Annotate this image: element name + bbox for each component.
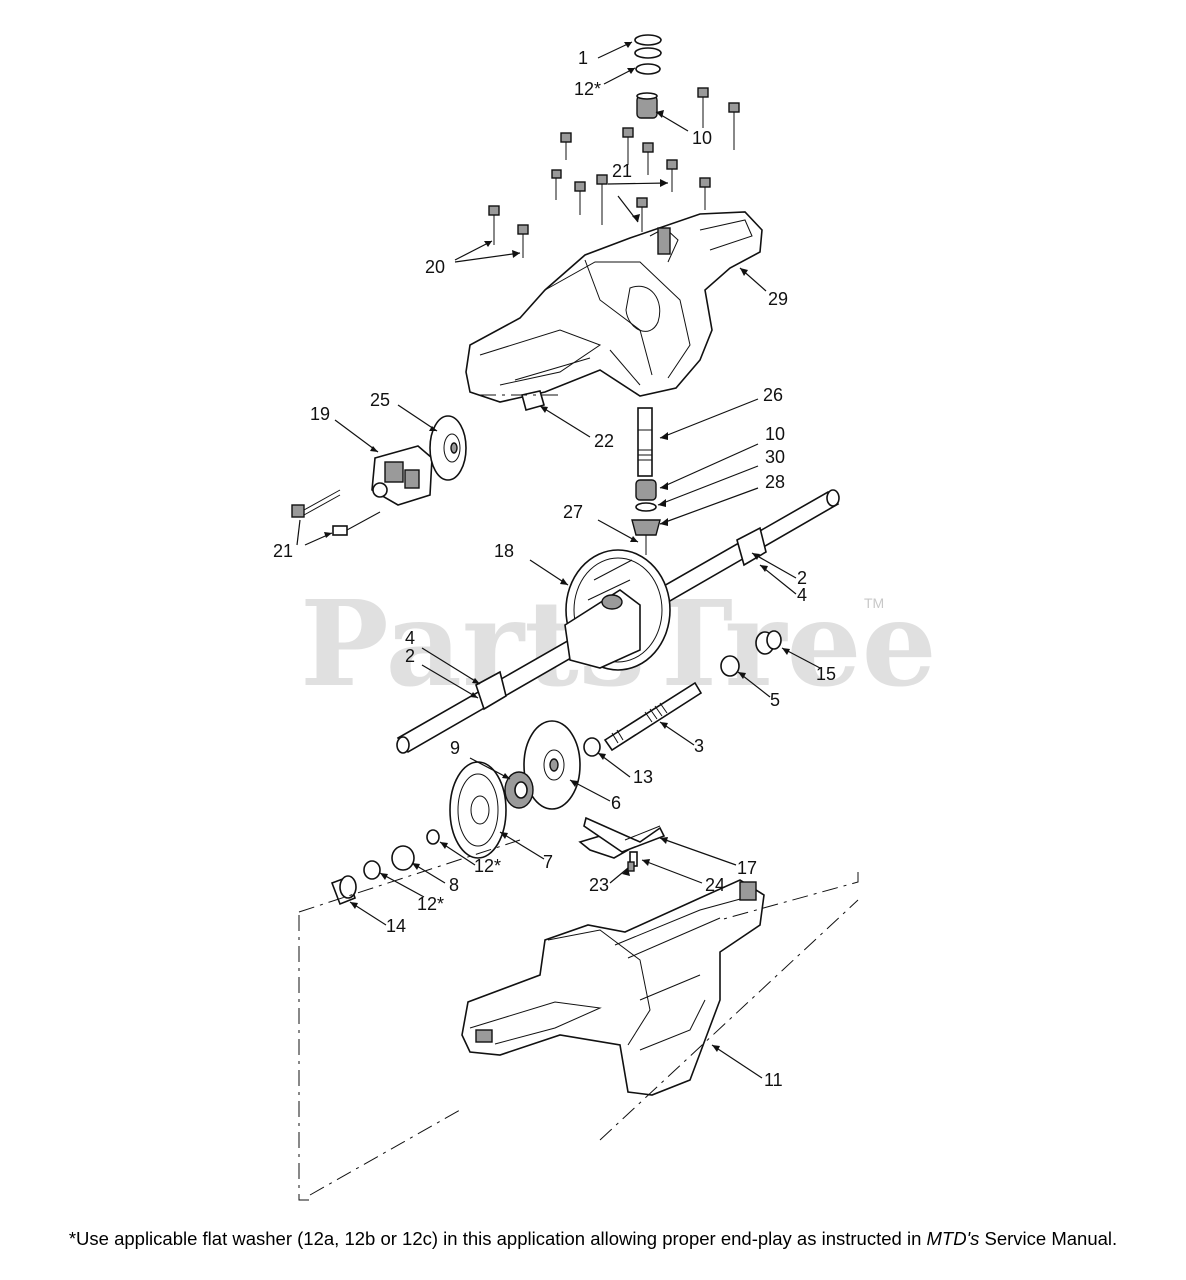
part-bushing-15 <box>755 630 782 655</box>
dashed-alignment-lines <box>298 394 859 1201</box>
part-gear-9 <box>504 771 534 809</box>
bolts-group-21-top <box>551 87 740 232</box>
callout-2a: 2 <box>797 568 807 588</box>
callout-30: 30 <box>765 447 785 467</box>
footnote-text-before: *Use applicable flat washer (12a, 12b or… <box>68 1228 927 1249</box>
callout-28: 28 <box>765 472 785 492</box>
callout-13: 13 <box>633 767 653 787</box>
trademark-mark: TM <box>864 595 884 611</box>
footnote: *Use applicable flat washer (12a, 12b or… <box>0 1228 1186 1250</box>
callout-12a: 12* <box>574 79 601 99</box>
callout-26: 26 <box>763 385 783 405</box>
callout-21b: 21 <box>273 541 293 561</box>
callout-12c: 12* <box>417 894 444 914</box>
callout-9: 9 <box>450 738 460 758</box>
callout-10b: 10 <box>765 424 785 444</box>
part-countershaft <box>603 681 703 752</box>
part-brake-disc <box>429 415 467 481</box>
callout-1: 1 <box>578 48 588 68</box>
callout-2b: 2 <box>405 646 415 666</box>
callout-7: 7 <box>543 852 553 872</box>
part-key <box>521 390 545 411</box>
part-input-shaft <box>637 407 653 477</box>
part-bearing-top <box>636 92 658 119</box>
part-lower-housing <box>461 879 765 1096</box>
part-gear-6 <box>523 720 581 810</box>
part-brake-caliper <box>371 445 433 506</box>
part-washer-30 <box>635 502 657 512</box>
callout-4a: 4 <box>797 585 807 605</box>
callout-5: 5 <box>770 690 780 710</box>
callout-8: 8 <box>449 875 459 895</box>
part-differential-gear <box>564 549 671 671</box>
callout-21a: 21 <box>612 161 632 181</box>
callout-10a: 10 <box>692 128 712 148</box>
part-pin-23 <box>627 861 635 872</box>
part-retaining-ring <box>634 34 662 75</box>
callout-4b: 4 <box>405 628 415 648</box>
part-brake-pins <box>291 489 381 536</box>
callout-19: 19 <box>310 404 330 424</box>
part-washer-12c <box>363 860 381 880</box>
callout-11: 11 <box>764 1070 783 1090</box>
callout-24: 24 <box>705 875 725 895</box>
callout-15: 15 <box>816 664 836 684</box>
callout-23: 23 <box>589 875 609 895</box>
part-shift-fork <box>578 816 666 859</box>
part-bushing-8 <box>391 845 415 871</box>
callout-25: 25 <box>370 390 390 410</box>
callout-27: 27 <box>563 502 583 522</box>
part-bearing-mid <box>635 479 657 501</box>
part-pinion-gear <box>631 519 661 555</box>
callout-18: 18 <box>494 541 514 561</box>
callout-12b: 12* <box>474 856 501 876</box>
callout-3: 3 <box>694 736 704 756</box>
part-washer-13 <box>583 737 601 757</box>
callout-17: 17 <box>737 858 757 878</box>
part-bushing-14 <box>330 875 357 906</box>
part-washer-5 <box>720 655 740 677</box>
part-gear-7 <box>449 761 507 859</box>
leader-arrowheads <box>324 42 790 1052</box>
part-washer-12b <box>426 829 440 845</box>
callout-6: 6 <box>611 793 621 813</box>
bolts-group-20 <box>488 205 529 258</box>
footnote-text-after: Service Manual. <box>979 1228 1118 1249</box>
callout-labels: 1 12* 10 21 20 29 26 25 19 22 10 30 28 2… <box>273 48 836 1090</box>
callout-22: 22 <box>594 431 614 451</box>
footnote-brand: MTD's <box>926 1228 980 1249</box>
part-upper-housing <box>465 211 763 403</box>
callout-20: 20 <box>425 257 445 277</box>
callout-14: 14 <box>386 916 406 936</box>
callout-29: 29 <box>768 289 788 309</box>
